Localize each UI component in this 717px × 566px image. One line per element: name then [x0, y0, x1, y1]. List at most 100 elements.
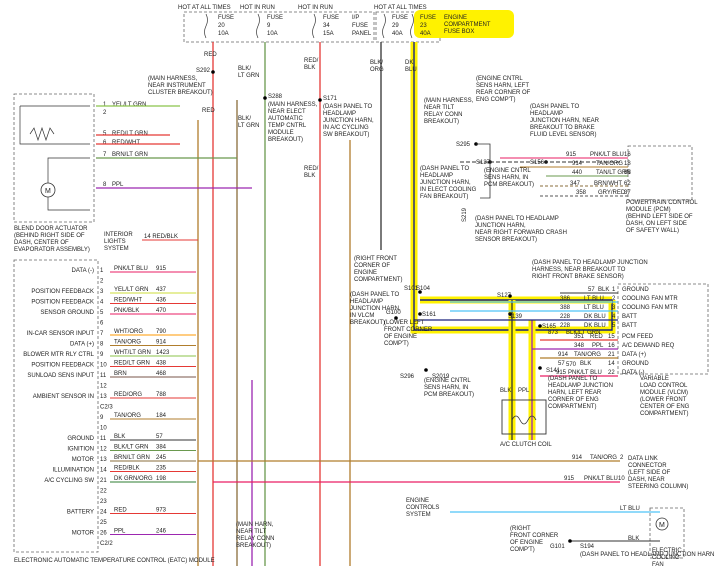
svg-text:915: 915: [556, 370, 567, 376]
svg-text:88: 88: [624, 170, 631, 176]
eatc-pin-num: 25: [100, 520, 107, 526]
svg-text:62: 62: [624, 181, 631, 187]
svg-text:RED: RED: [590, 334, 603, 340]
svg-text:57: 57: [588, 287, 595, 293]
eatc-pin-circuit: 235: [156, 466, 167, 472]
splice-s194: S194: [580, 544, 595, 550]
eatc-pin-label: A/C CYCLING SW: [44, 478, 94, 484]
ground-g101: G101: [550, 544, 565, 550]
eatc-pin-num: 9: [100, 352, 104, 358]
svg-text:FUSE: FUSE: [420, 15, 436, 21]
svg-text:915: 915: [564, 476, 575, 482]
splice-s139: S139: [508, 314, 523, 320]
eatc-pin-num: 9: [100, 415, 104, 421]
svg-text:LT BLU: LT BLU: [584, 296, 604, 302]
eatc-pin-num: 10: [100, 426, 107, 432]
eatc-pin-num: 5: [100, 310, 104, 316]
svg-text:TAN/LT GRN: TAN/LT GRN: [596, 170, 631, 176]
svg-text:1: 1: [103, 102, 107, 108]
eatc-pin-label: SENSOR GROUND: [40, 310, 94, 316]
eatc-pin-circuit: 438: [156, 361, 167, 367]
engine-fuse-box: [375, 11, 441, 43]
eatc-pin-label: DATA (-): [72, 268, 94, 274]
eatc-pin-wire: BRN/LT GRN: [114, 455, 150, 461]
svg-text:RED/WHT: RED/WHT: [112, 140, 140, 146]
eatc-pin-wire: PNK/LT BLU: [114, 266, 148, 272]
eatc-pin-wire: RED/WHT: [114, 298, 142, 304]
svg-text:10A: 10A: [218, 31, 229, 37]
svg-text:57: 57: [558, 361, 565, 367]
svg-text:21: 21: [608, 352, 615, 358]
splice-s141: S141: [546, 368, 561, 374]
eatc-pin-num: 11: [100, 436, 107, 442]
eatc-pin-circuit: 436: [156, 298, 167, 304]
svg-text:37: 37: [624, 190, 631, 196]
eatc-pin-wire: RED/LT GRN: [114, 361, 150, 367]
eatc-pin-label: POSITION FEEDBACK: [31, 363, 94, 369]
eatc-pin-num: 26: [100, 531, 107, 537]
svg-text:BLK: BLK: [598, 287, 609, 293]
eatc-pin-num: 4: [100, 300, 104, 306]
svg-text:DATA (+): DATA (+): [622, 352, 646, 358]
svg-text:DATA (-): DATA (-): [622, 370, 644, 376]
eatc-pin-num: C2/2: [100, 541, 113, 547]
svg-text:23: 23: [420, 23, 427, 29]
ac-clutch-label: A/C CLUTCH COIL: [500, 442, 552, 448]
svg-text:BATT: BATT: [622, 323, 637, 329]
svg-text:PCM FEED: PCM FEED: [622, 334, 654, 340]
svg-text:YEL/LT GRN: YEL/LT GRN: [112, 102, 146, 108]
vlcm-side-c: 570: [566, 362, 577, 368]
eatc-pin-circuit: 914: [156, 340, 167, 346]
eatc-pin-circuit: 468: [156, 371, 167, 377]
vlcm-side-a: 873: [548, 330, 559, 336]
wire-label-red-blk-2: RED/BLK: [304, 166, 319, 179]
eatc-box: [13, 259, 99, 553]
svg-text:BRN/WHT: BRN/WHT: [594, 181, 622, 187]
eatc-pin-label: IGNITION: [67, 447, 94, 453]
eatc-pin-num: 8: [100, 342, 104, 348]
svg-text:GROUND: GROUND: [622, 361, 649, 367]
svg-text:8: 8: [103, 182, 107, 188]
eatc-pin-circuit: 384: [156, 445, 167, 451]
svg-text:PNK/LT BLU: PNK/LT BLU: [590, 152, 624, 158]
svg-text:347: 347: [570, 181, 581, 187]
eatc-pin-circuit: 246: [156, 529, 167, 535]
svg-text:M: M: [659, 522, 665, 529]
svg-text:10A: 10A: [267, 31, 278, 37]
wire-label-red-blk: RED/BLK: [304, 58, 319, 71]
hot-label-1: HOT AT ALL TIMES: [178, 5, 231, 11]
interior-lights-wire: 14 RED/BLK: [144, 234, 178, 240]
ip-fuse-panel-box: [183, 11, 375, 43]
svg-text:PPL: PPL: [112, 182, 124, 188]
pcm-box: [627, 145, 693, 201]
eatc-pin-circuit: 245: [156, 455, 167, 461]
svg-text:1: 1: [612, 287, 616, 293]
splice-s296: S296: [400, 374, 415, 380]
svg-text:FUSE: FUSE: [267, 15, 283, 21]
svg-text:TAN/ORG: TAN/ORG: [596, 161, 623, 167]
svg-text:358: 358: [576, 190, 587, 196]
splice-s292: S292: [196, 68, 211, 74]
eatc-pin-num: 12: [100, 447, 107, 453]
svg-text:BATT: BATT: [622, 314, 637, 320]
splice-s2019: S2019: [432, 374, 450, 380]
eatc-pin-label: POSITION FEEDBACK: [31, 300, 94, 306]
svg-text:BLK: BLK: [580, 361, 591, 367]
wire-label-red: RED: [204, 52, 217, 58]
hot-label-2: HOT IN RUN: [240, 5, 275, 11]
svg-text:BRN/LT GRN: BRN/LT GRN: [112, 152, 148, 158]
fan-motor-icon: [655, 517, 669, 531]
